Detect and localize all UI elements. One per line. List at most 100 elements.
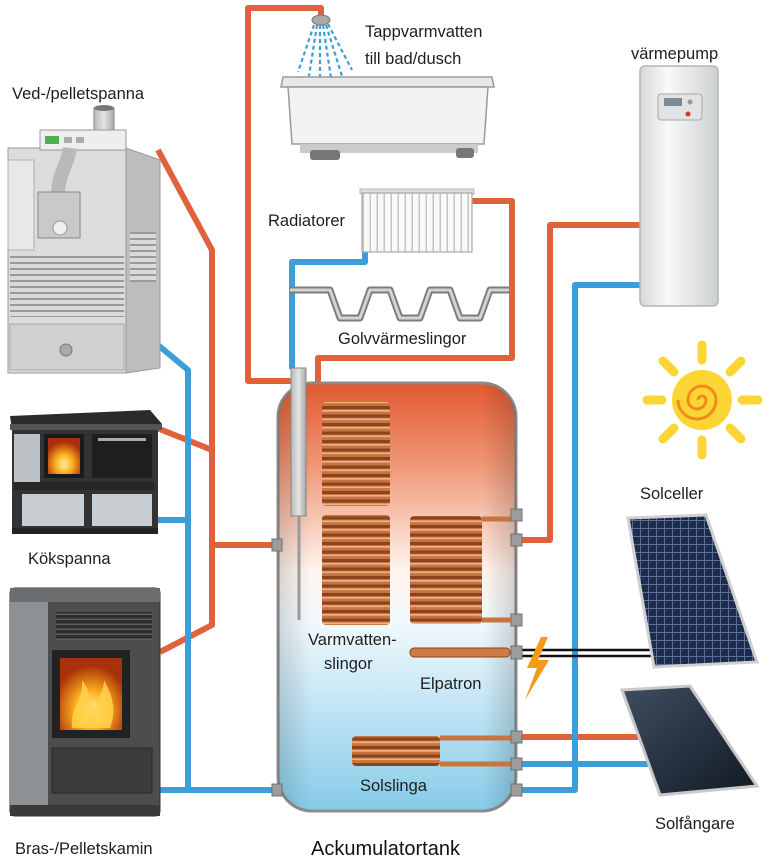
accumulator-tank bbox=[271, 367, 523, 813]
connection-stub bbox=[271, 783, 283, 797]
sun-ray bbox=[658, 423, 679, 444]
hot-water-coil-upper bbox=[322, 402, 390, 506]
radiator-fins bbox=[361, 192, 473, 253]
radiators-label: Radiatorer bbox=[268, 212, 346, 230]
boiler-flue bbox=[93, 107, 115, 133]
shower-head-icon bbox=[311, 14, 331, 26]
boiler-return-pipe bbox=[156, 342, 273, 793]
pellet-feed-tube bbox=[51, 146, 77, 197]
solar-collector-panel bbox=[619, 684, 760, 797]
pellet-stove-top-cap bbox=[10, 588, 160, 602]
tap-water-pipe bbox=[245, 5, 324, 384]
pellet-stove bbox=[9, 587, 161, 817]
connection-stub bbox=[510, 613, 523, 627]
pellet-stove-grille bbox=[56, 612, 152, 640]
floor-heating-pipe bbox=[290, 288, 509, 320]
connection-stub bbox=[510, 757, 523, 771]
heat-pump-coil bbox=[410, 516, 482, 624]
stove-stone-panel bbox=[14, 434, 40, 490]
immersion-heater-rod bbox=[409, 647, 511, 658]
connection-stub bbox=[510, 730, 523, 744]
bathtub bbox=[280, 76, 495, 160]
sun-disc bbox=[672, 370, 732, 430]
water-spray bbox=[296, 23, 353, 79]
tank-label: Ackumulatortank bbox=[311, 838, 461, 860]
bathtub-rim bbox=[280, 76, 495, 88]
spray-line bbox=[307, 24, 319, 77]
boiler-button bbox=[64, 137, 72, 143]
floor-heating-label: Golvvärmeslingor bbox=[338, 330, 467, 348]
boiler-knob bbox=[59, 343, 73, 357]
connection-stub bbox=[271, 538, 283, 552]
labels: Tappvarmvatten till bad/dusch värmepump … bbox=[12, 23, 735, 860]
pellet-stove-lower-door bbox=[51, 747, 153, 794]
stove-oven-door bbox=[92, 434, 152, 478]
kitchen-stove-label: Kökspanna bbox=[28, 550, 111, 568]
connection-stub bbox=[510, 783, 523, 797]
hot-pipes bbox=[155, 5, 640, 740]
tank-connections bbox=[271, 508, 523, 797]
heat-pump-control-panel bbox=[657, 93, 703, 121]
bathtub-foot bbox=[310, 150, 340, 160]
boiler-left-panel bbox=[7, 159, 35, 251]
stove-lower-panel bbox=[92, 494, 152, 526]
stove-rim bbox=[10, 424, 162, 430]
stove-oven-handle bbox=[98, 438, 146, 441]
hot-water-coil-lower bbox=[322, 515, 390, 625]
shower bbox=[296, 14, 353, 79]
stove-fire-window bbox=[48, 438, 80, 474]
boiler-button bbox=[76, 137, 84, 143]
heat-pump-cabinet bbox=[639, 65, 719, 307]
boiler-badge bbox=[52, 220, 68, 236]
flame-icon bbox=[71, 680, 114, 728]
boiler-flue-top bbox=[94, 105, 114, 111]
boiler-side-louvers bbox=[130, 232, 156, 282]
solar-coil bbox=[352, 736, 440, 766]
sun-ray bbox=[658, 356, 679, 377]
bathtub-foot bbox=[456, 148, 474, 158]
spray-line bbox=[324, 24, 344, 77]
lightning-icon bbox=[525, 637, 549, 700]
heat-pump-return-pipe bbox=[521, 282, 640, 793]
heat-pump bbox=[639, 65, 719, 307]
spray-line bbox=[296, 24, 316, 73]
pellet-stove-base bbox=[10, 805, 160, 816]
connection-stub bbox=[510, 533, 523, 547]
heat-pump-label: värmepump bbox=[631, 45, 718, 63]
radiator-return-pipe bbox=[315, 198, 515, 386]
solar-cells-label: Solceller bbox=[640, 485, 704, 503]
boiler-label: Ved-/pelletspanna bbox=[12, 85, 145, 103]
connection-stub bbox=[510, 645, 523, 660]
pellet-stove-label: Bras-/Pelletskamin bbox=[15, 840, 153, 858]
sun-spiral bbox=[676, 384, 718, 421]
floor-heating-coil bbox=[290, 286, 509, 322]
heat-pump-supply-pipe bbox=[521, 222, 640, 543]
kitchen-stove-supply-pipe bbox=[155, 425, 214, 453]
shower-label-line2: till bad/dusch bbox=[365, 50, 461, 68]
sun-ray bbox=[725, 423, 746, 444]
solar-coil-label: Solslinga bbox=[360, 777, 428, 795]
kitchen-stove bbox=[10, 410, 162, 534]
stove-lower-panel bbox=[22, 494, 84, 526]
radiator bbox=[359, 188, 475, 253]
hot-water-coils-label-line1: Varmvatten- bbox=[308, 631, 397, 649]
bathtub-body bbox=[287, 86, 489, 145]
solar-cell-panel bbox=[626, 513, 760, 669]
bathtub-base bbox=[300, 144, 478, 153]
wood-pellet-boiler bbox=[7, 105, 161, 374]
boiler-display bbox=[45, 136, 59, 144]
heat-pump-indicator bbox=[685, 111, 691, 117]
connection-stub bbox=[510, 508, 523, 522]
sensor-tube bbox=[290, 367, 307, 517]
spray-line bbox=[321, 24, 333, 79]
sun-rays bbox=[642, 340, 763, 460]
pellet-stove-stone-side bbox=[10, 588, 48, 816]
sun-icon bbox=[642, 340, 763, 460]
stove-base bbox=[12, 528, 158, 534]
solar-collector-label: Solfångare bbox=[655, 815, 735, 833]
sun-ray bbox=[725, 356, 746, 377]
heat-pump-button bbox=[687, 99, 693, 105]
heat-pump-display bbox=[664, 98, 682, 106]
radiator-supply-pipe bbox=[289, 252, 368, 369]
